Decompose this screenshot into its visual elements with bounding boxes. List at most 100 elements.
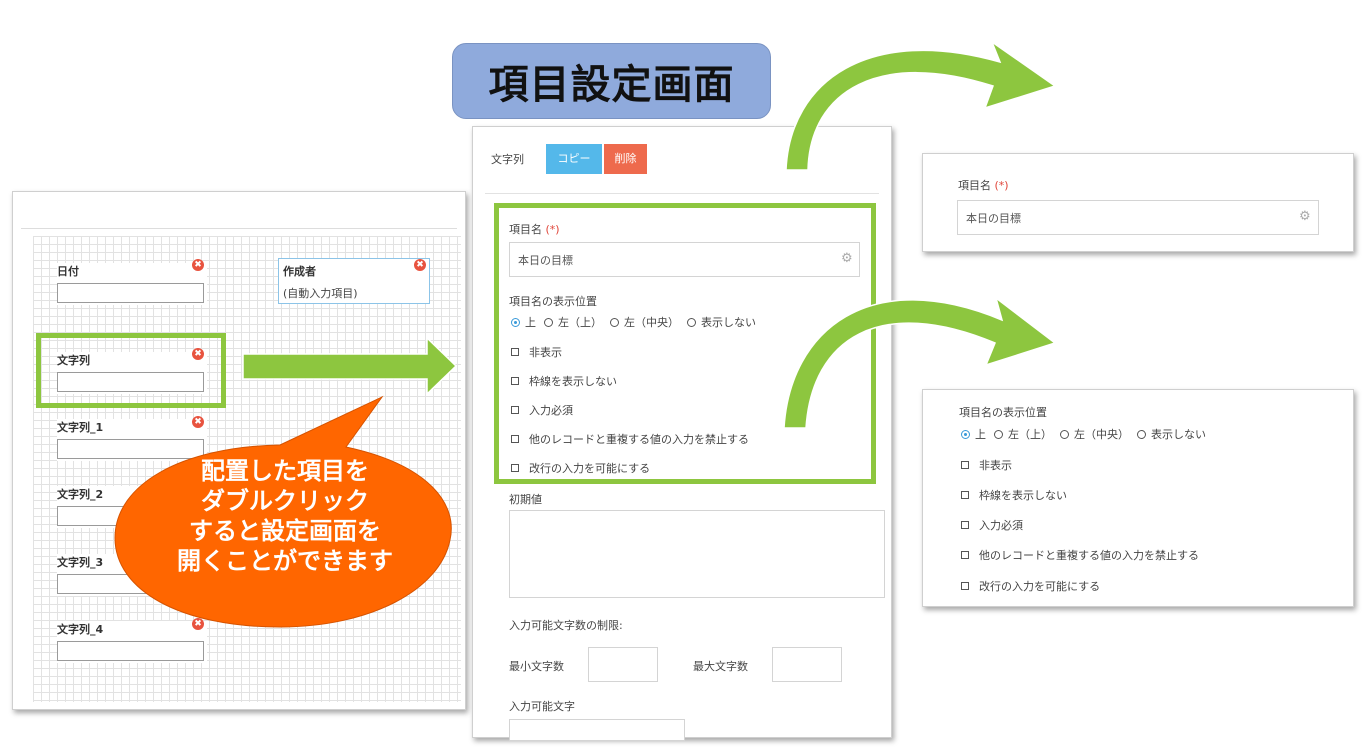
position-label: 項目名の表示位置 bbox=[959, 406, 1047, 419]
checkbox[interactable] bbox=[961, 582, 969, 590]
checkbox-allow-newline[interactable]: 改行の入力を可能にする bbox=[511, 460, 650, 476]
checkbox-label: 入力必須 bbox=[529, 404, 573, 417]
checkbox-no-duplicate[interactable]: 他のレコードと重複する値の入力を禁止する bbox=[961, 547, 1199, 563]
radio-hidden-label[interactable] bbox=[687, 317, 696, 327]
copy-button[interactable]: コピー bbox=[546, 144, 602, 174]
radio-top[interactable] bbox=[511, 317, 520, 327]
item-name-label: 項目名 (*) bbox=[509, 223, 560, 236]
checkbox-no-duplicate[interactable]: 他のレコードと重複する値の入力を禁止する bbox=[511, 431, 749, 447]
selected-field-highlight bbox=[36, 333, 226, 408]
field-input[interactable] bbox=[57, 439, 204, 459]
checkbox[interactable] bbox=[961, 551, 969, 559]
callout-line: すると設定画面を bbox=[189, 517, 381, 545]
zoom-item-name-panel: 項目名 (*) 本日の目標 ⚙ bbox=[922, 153, 1354, 252]
checkbox[interactable] bbox=[511, 435, 519, 443]
field-input[interactable] bbox=[57, 283, 204, 303]
required-mark: (*) bbox=[545, 223, 560, 236]
initial-value-textarea[interactable] bbox=[509, 510, 885, 598]
gear-icon[interactable]: ⚙ bbox=[1299, 209, 1311, 224]
radio-top[interactable] bbox=[961, 429, 970, 439]
form-field-string-4[interactable]: 文字列_4 bbox=[57, 621, 207, 663]
position-label: 項目名の表示位置 bbox=[509, 295, 597, 308]
checkbox[interactable] bbox=[961, 491, 969, 499]
item-name-value: 本日の目標 bbox=[966, 211, 1021, 225]
form-field-date[interactable]: 日付 bbox=[57, 263, 207, 305]
max-chars-input[interactable] bbox=[772, 647, 842, 682]
field-auto-value: (自動入力項目) bbox=[283, 287, 358, 300]
item-name-input[interactable]: 本日の目標 bbox=[957, 200, 1319, 235]
field-label: 日付 bbox=[57, 265, 79, 278]
checkbox-allow-newline[interactable]: 改行の入力を可能にする bbox=[961, 578, 1100, 594]
checkbox-label: 非表示 bbox=[529, 346, 562, 359]
field-label: 文字列_3 bbox=[57, 556, 104, 569]
radio-left-top[interactable] bbox=[994, 429, 1003, 439]
position-radio-group[interactable]: 上 左（上） 左（中央） 表示しない bbox=[961, 426, 1214, 442]
field-input[interactable] bbox=[57, 641, 204, 661]
field-input[interactable] bbox=[57, 372, 204, 392]
radio-label: 上 bbox=[975, 428, 986, 441]
allowed-chars-input[interactable] bbox=[509, 719, 685, 741]
field-type-label: 文字列 bbox=[491, 153, 524, 166]
radio-left-center[interactable] bbox=[1060, 429, 1069, 439]
callout-line: 開くことができます bbox=[177, 547, 393, 575]
callout-text: 配置した項目を ダブルクリック すると設定画面を 開くことができます bbox=[120, 456, 450, 576]
form-field-author[interactable]: 作成者 (自動入力項目) bbox=[278, 258, 430, 304]
radio-left-center[interactable] bbox=[610, 317, 619, 327]
gear-icon[interactable]: ⚙ bbox=[841, 251, 853, 266]
radio-label: 上 bbox=[525, 316, 536, 329]
checkbox-label: 枠線を表示しない bbox=[979, 489, 1067, 502]
radio-label: 左（中央） bbox=[624, 316, 679, 329]
checkbox-required[interactable]: 入力必須 bbox=[511, 402, 573, 418]
checkbox[interactable] bbox=[511, 377, 519, 385]
checkbox-hidden[interactable]: 非表示 bbox=[511, 344, 562, 360]
char-limit-label: 入力可能文字数の制限: bbox=[509, 619, 623, 632]
checkbox[interactable] bbox=[511, 348, 519, 356]
delete-circle-icon[interactable]: ✖ bbox=[192, 259, 204, 271]
field-label: 作成者 bbox=[283, 265, 316, 278]
radio-label: 左（上） bbox=[1008, 428, 1052, 441]
checkbox-hidden[interactable]: 非表示 bbox=[961, 457, 1012, 473]
radio-left-top[interactable] bbox=[544, 317, 553, 327]
checkbox[interactable] bbox=[511, 406, 519, 414]
field-label: 文字列 bbox=[57, 354, 90, 367]
checkbox-label: 入力必須 bbox=[979, 519, 1023, 532]
callout-line: 配置した項目を bbox=[201, 457, 369, 485]
field-label: 文字列_1 bbox=[57, 421, 104, 434]
min-chars-input[interactable] bbox=[588, 647, 658, 682]
checkbox-required[interactable]: 入力必須 bbox=[961, 517, 1023, 533]
form-field-string[interactable]: 文字列 bbox=[57, 352, 207, 394]
right-arrow-icon bbox=[242, 336, 458, 396]
designer-toolbar-divider bbox=[21, 228, 457, 229]
field-label: 文字列_4 bbox=[57, 623, 104, 636]
page-title-banner: 項目設定画面 bbox=[452, 43, 771, 119]
checkbox-label: 非表示 bbox=[979, 459, 1012, 472]
radio-label: 表示しない bbox=[1151, 428, 1206, 441]
checkbox[interactable] bbox=[511, 464, 519, 472]
checkbox[interactable] bbox=[961, 461, 969, 469]
item-name-input[interactable]: 本日の目標 bbox=[509, 242, 860, 277]
settings-block-highlight bbox=[494, 203, 876, 484]
min-chars-label: 最小文字数 bbox=[509, 660, 564, 673]
form-field-string-1[interactable]: 文字列_1 bbox=[57, 419, 207, 461]
radio-hidden-label[interactable] bbox=[1137, 429, 1146, 439]
divider bbox=[485, 193, 879, 194]
checkbox[interactable] bbox=[961, 521, 969, 529]
max-chars-label: 最大文字数 bbox=[693, 660, 748, 673]
callout-bubble bbox=[114, 395, 452, 628]
delete-button[interactable]: 削除 bbox=[604, 144, 647, 174]
delete-circle-icon[interactable]: ✖ bbox=[192, 618, 204, 630]
position-radio-group[interactable]: 上 左（上） 左（中央） 表示しない bbox=[511, 314, 764, 330]
checkbox-label: 枠線を表示しない bbox=[529, 375, 617, 388]
checkbox-label: 改行の入力を可能にする bbox=[979, 580, 1101, 593]
zoom-display-options-panel: 項目名の表示位置 上 左（上） 左（中央） 表示しない 非表示 枠線を表示しない… bbox=[922, 389, 1354, 607]
checkbox-no-border[interactable]: 枠線を表示しない bbox=[961, 487, 1067, 503]
checkbox-label: 他のレコードと重複する値の入力を禁止する bbox=[979, 549, 1199, 562]
delete-circle-icon[interactable]: ✖ bbox=[192, 348, 204, 360]
delete-circle-icon[interactable]: ✖ bbox=[414, 259, 426, 271]
delete-circle-icon[interactable]: ✖ bbox=[192, 416, 204, 428]
curved-arrow-bottom-icon bbox=[783, 296, 1057, 429]
curved-arrow-top-icon bbox=[785, 39, 1057, 171]
checkbox-no-border[interactable]: 枠線を表示しない bbox=[511, 373, 617, 389]
page-title: 項目設定画面 bbox=[488, 62, 735, 108]
